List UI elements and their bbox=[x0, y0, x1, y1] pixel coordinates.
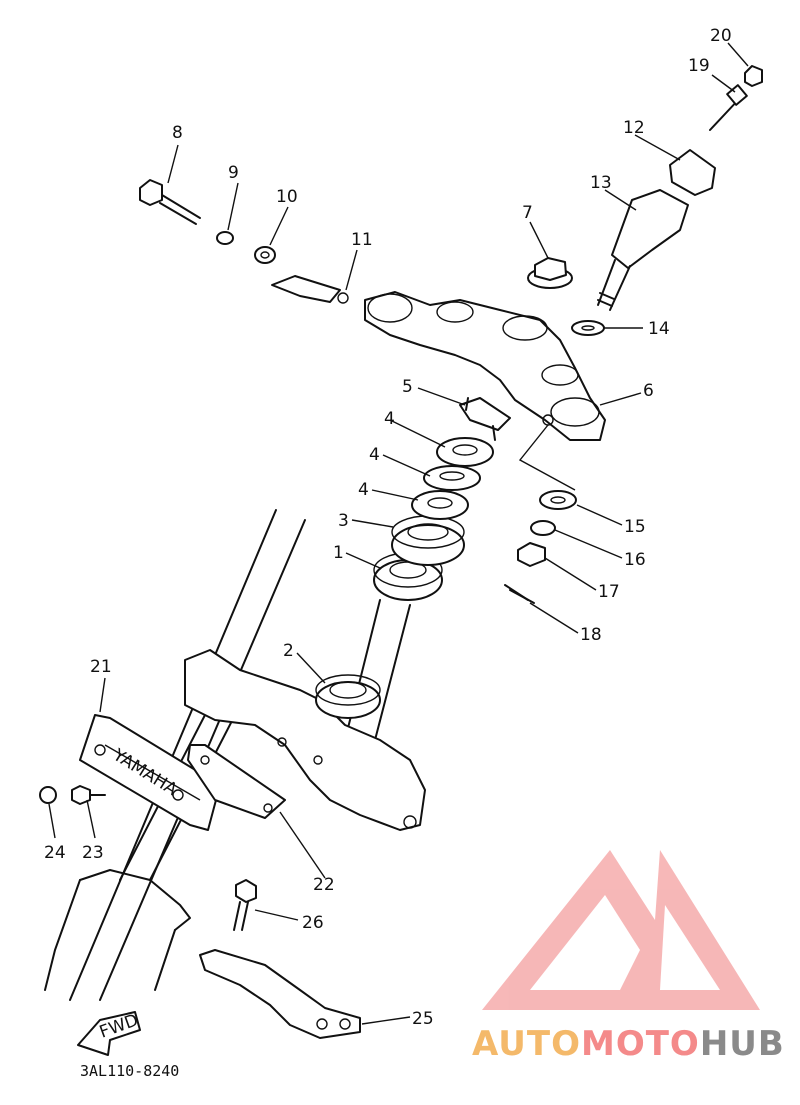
lock-washer bbox=[423, 465, 481, 491]
fork-lower bbox=[44, 869, 191, 991]
callout-20: 19 bbox=[688, 56, 710, 76]
callout-24: 23 bbox=[82, 843, 104, 863]
callout-13: 12 bbox=[623, 118, 645, 138]
automotohub-logo bbox=[482, 850, 760, 1010]
callout-7: 7 bbox=[522, 203, 533, 223]
spring-washer bbox=[216, 231, 234, 245]
guard-bracket bbox=[187, 744, 286, 819]
watermark-auto: AUTO bbox=[472, 1024, 581, 1064]
callout-6: 5 bbox=[402, 377, 413, 397]
watermark-moto: MOTO bbox=[581, 1024, 700, 1064]
callout-9: 8 bbox=[172, 123, 183, 143]
hose-holder bbox=[199, 949, 361, 1039]
callout-1: 1 bbox=[333, 543, 344, 563]
guard-bolt bbox=[71, 785, 106, 805]
washer-17 bbox=[530, 520, 556, 536]
callout-10: 9 bbox=[228, 163, 239, 183]
callout-27: 26 bbox=[302, 913, 324, 933]
fork-guard bbox=[79, 714, 221, 831]
callout-26: 25 bbox=[412, 1009, 434, 1029]
callout-23: 22 bbox=[313, 875, 335, 895]
callout-19: 18 bbox=[580, 625, 602, 645]
callout-15: 14 bbox=[648, 319, 670, 339]
leader-lines bbox=[48, 42, 749, 1025]
callout-8: 6 bbox=[643, 381, 654, 401]
upper-bracket bbox=[364, 291, 606, 441]
watermark-hub: HUB bbox=[700, 1024, 785, 1064]
callout-5: 4 bbox=[369, 445, 380, 465]
callout-11: 10 bbox=[276, 187, 298, 207]
watermark-text: AUTOMOTOHUB bbox=[472, 1024, 785, 1064]
washer-16 bbox=[539, 490, 577, 510]
callout-4a: 4 bbox=[384, 409, 395, 429]
nut-18 bbox=[517, 542, 546, 567]
callout-16: 15 bbox=[624, 517, 646, 537]
ring-nut-lower bbox=[411, 490, 469, 520]
callout-2: 2 bbox=[283, 641, 294, 661]
callouts: 8 9 10 11 7 12 13 20 19 14 6 5 4 4 4 3 1… bbox=[44, 26, 732, 1029]
cap-bolt bbox=[527, 257, 573, 289]
callout-22: 21 bbox=[90, 657, 112, 677]
washer-15 bbox=[571, 320, 605, 336]
cap-screw bbox=[709, 84, 748, 131]
holder-bolt bbox=[233, 879, 257, 931]
lower-bearing bbox=[315, 674, 381, 719]
callout-17: 16 bbox=[624, 550, 646, 570]
callout-25: 24 bbox=[44, 843, 66, 863]
leader-16 bbox=[518, 424, 576, 491]
bearing-race bbox=[391, 515, 465, 566]
guard-cap bbox=[39, 786, 57, 804]
fork-tubes bbox=[69, 509, 411, 1001]
fwd-arrow bbox=[77, 1011, 141, 1056]
callout-3: 3 bbox=[338, 511, 349, 531]
drawing-code: 3AL110-8240 bbox=[80, 1062, 179, 1080]
callout-18: 17 bbox=[598, 582, 620, 602]
callout-12: 11 bbox=[351, 230, 373, 250]
cotter-pin bbox=[504, 584, 535, 604]
handlebar-cap bbox=[669, 149, 716, 196]
plain-washer bbox=[254, 246, 276, 264]
lower-bracket bbox=[184, 649, 426, 831]
hose-clamp bbox=[271, 275, 349, 304]
pinch-bolt bbox=[139, 179, 201, 225]
handlebar-holder bbox=[597, 189, 689, 311]
callout-21: 20 bbox=[710, 26, 732, 46]
cap-nut bbox=[744, 65, 763, 87]
cable-guide bbox=[459, 397, 511, 441]
ring-nut-upper bbox=[436, 437, 494, 467]
callout-14: 13 bbox=[590, 173, 612, 193]
callout-4b: 4 bbox=[358, 480, 369, 500]
